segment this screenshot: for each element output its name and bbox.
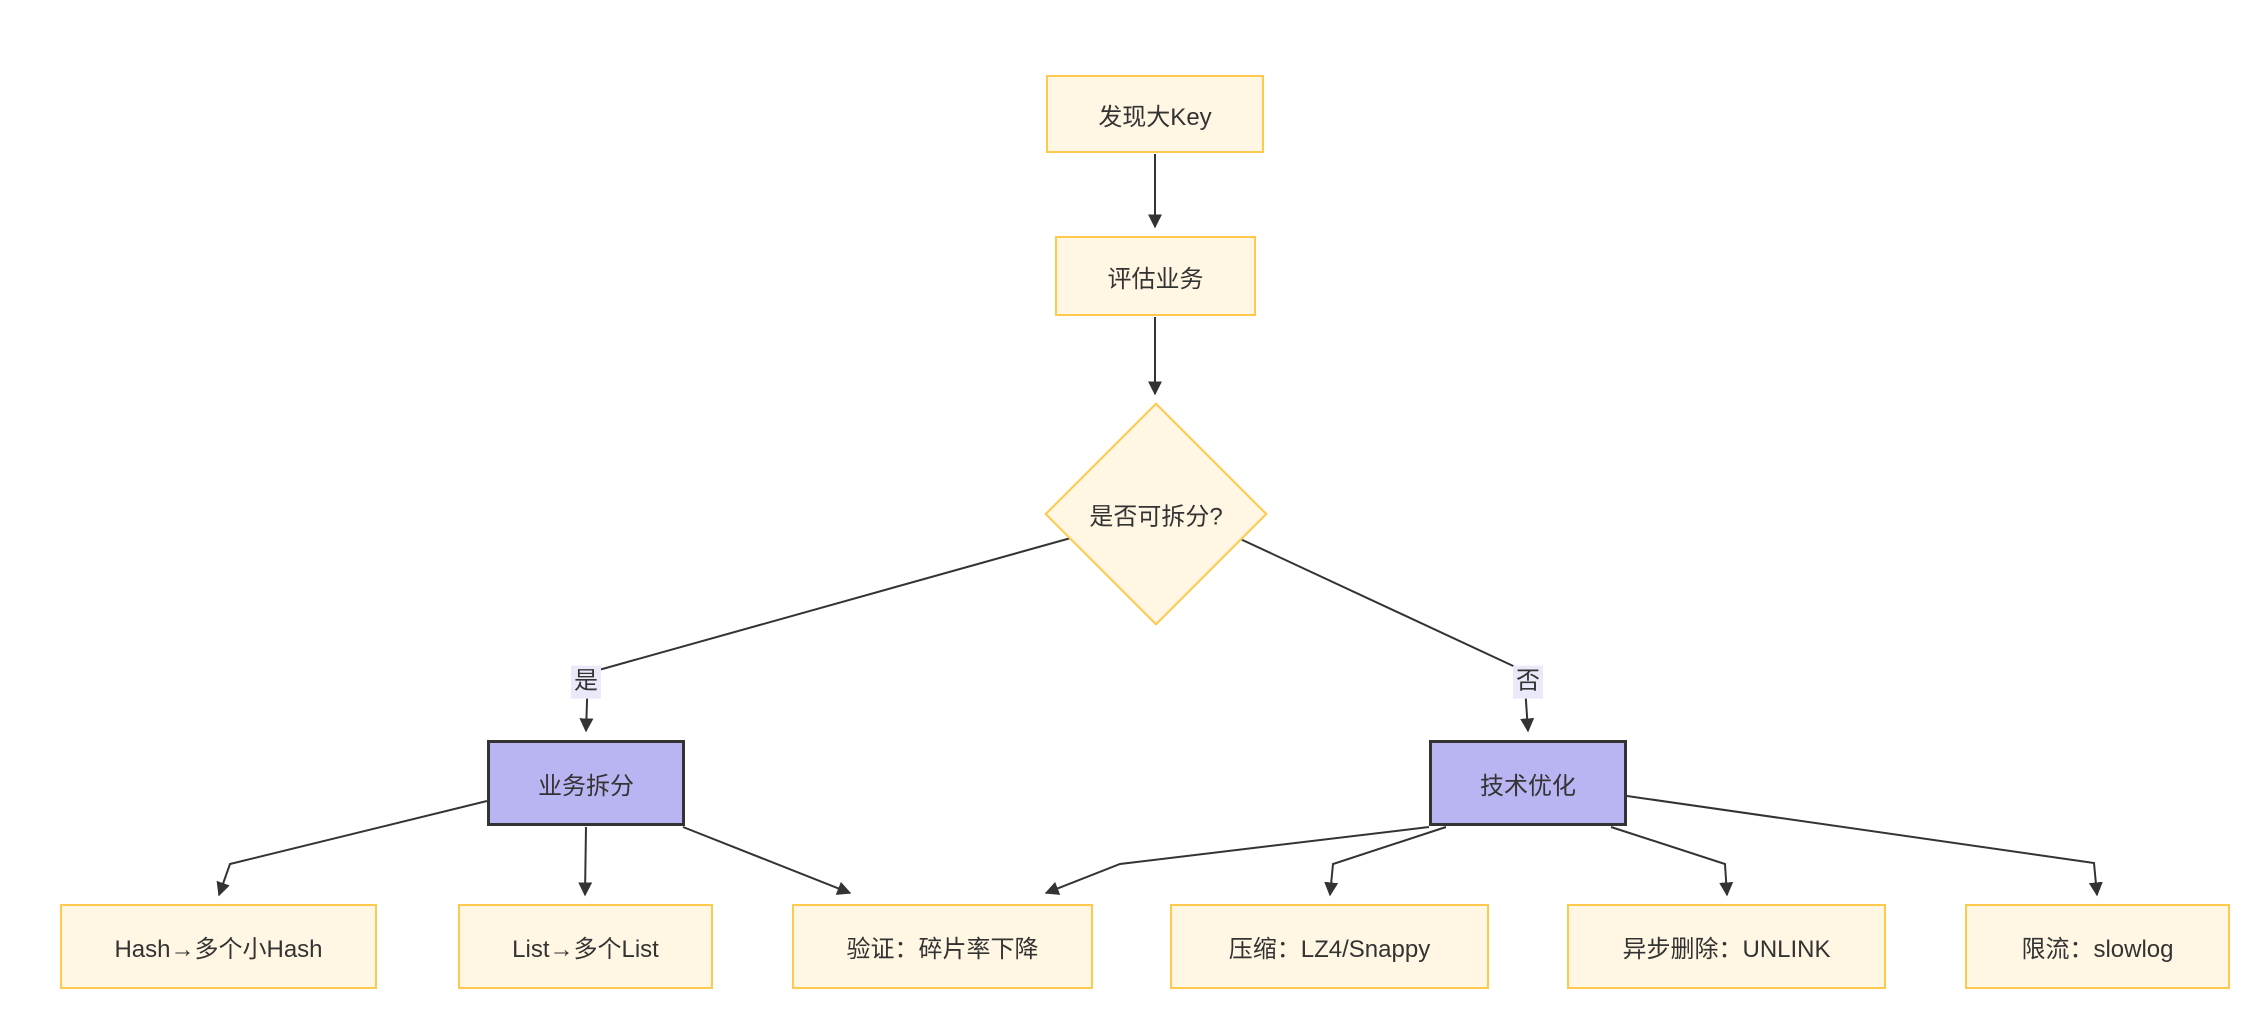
- node-label: 验证：碎片率下降: [846, 936, 1039, 963]
- node-label: Hash→多个小Hash: [114, 936, 323, 963]
- node-label: 发现大Key: [1098, 103, 1212, 131]
- edge-label-text: 否: [1516, 667, 1540, 695]
- node-business-split: 业务拆分: [487, 740, 685, 826]
- node-label: 业务拆分: [538, 772, 634, 800]
- node-label: List→多个List: [512, 936, 659, 963]
- edge-tech-opt-to-compress: [1324, 826, 1447, 897]
- edge-splittable-to-biz-split: [579, 535, 1079, 733]
- node-label: 压缩：LZ4/Snappy: [1228, 936, 1431, 963]
- node-label: 异步删除：UNLINK: [1622, 936, 1831, 963]
- edge-splittable-to-tech-opt: [1235, 536, 1535, 733]
- node-list-split: List→多个List: [458, 904, 713, 989]
- node-ratelimit-slowlog: 限流：slowlog: [1965, 904, 2230, 989]
- node-technical-optimization: 技术优化: [1429, 740, 1627, 826]
- node-hash-split: Hash→多个小Hash: [60, 904, 377, 989]
- node-compress: 压缩：LZ4/Snappy: [1170, 904, 1489, 989]
- node-label: 评估业务: [1107, 265, 1204, 293]
- node-assess-business: 评估业务: [1055, 236, 1256, 316]
- edge-label-yes: 是: [571, 665, 601, 699]
- edge-biz-split-to-hash: [216, 800, 488, 897]
- node-async-delete-unlink: 异步删除：UNLINK: [1567, 904, 1886, 989]
- edge-tech-opt-to-unlink: [1610, 826, 1734, 897]
- edge-biz-split-to-verify: [682, 826, 852, 895]
- edge-tech-opt-to-verify: [1044, 826, 1430, 895]
- edge-biz-split-to-list: [578, 826, 593, 897]
- node-verify-fragmentation: 验证：碎片率下降: [792, 904, 1093, 989]
- decision-splittable-label: 是否可拆分?: [1089, 497, 1222, 532]
- node-label: 是否可拆分?: [1089, 503, 1223, 531]
- edge-label-text: 是: [574, 667, 598, 695]
- edge-tech-opt-to-slowlog: [1626, 795, 2103, 897]
- node-label: 技术优化: [1480, 772, 1576, 800]
- node-label: 限流：slowlog: [2021, 936, 2174, 963]
- node-discover-big-key: 发现大Key: [1046, 75, 1264, 153]
- edge-label-no: 否: [1513, 665, 1543, 699]
